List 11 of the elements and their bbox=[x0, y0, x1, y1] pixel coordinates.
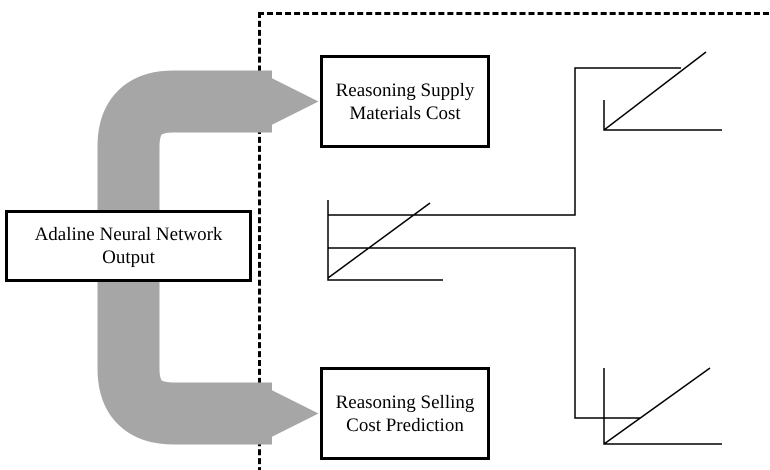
dashed-boundary bbox=[258, 12, 770, 470]
line-graph-drawing bbox=[603, 366, 722, 446]
line-graph-drawing bbox=[327, 198, 443, 282]
text-box: Adaline Neural Network Output bbox=[5, 210, 252, 282]
curved-arrow bbox=[98, 70, 318, 210]
line-graph-drawing bbox=[603, 50, 722, 132]
connector-line bbox=[443, 67, 603, 216]
text-box: Reasoning Selling Cost Prediction bbox=[320, 367, 490, 460]
text-box: Reasoning Supply Materials Cost bbox=[320, 55, 490, 148]
curved-arrow bbox=[98, 282, 318, 444]
connector-line bbox=[443, 247, 603, 419]
